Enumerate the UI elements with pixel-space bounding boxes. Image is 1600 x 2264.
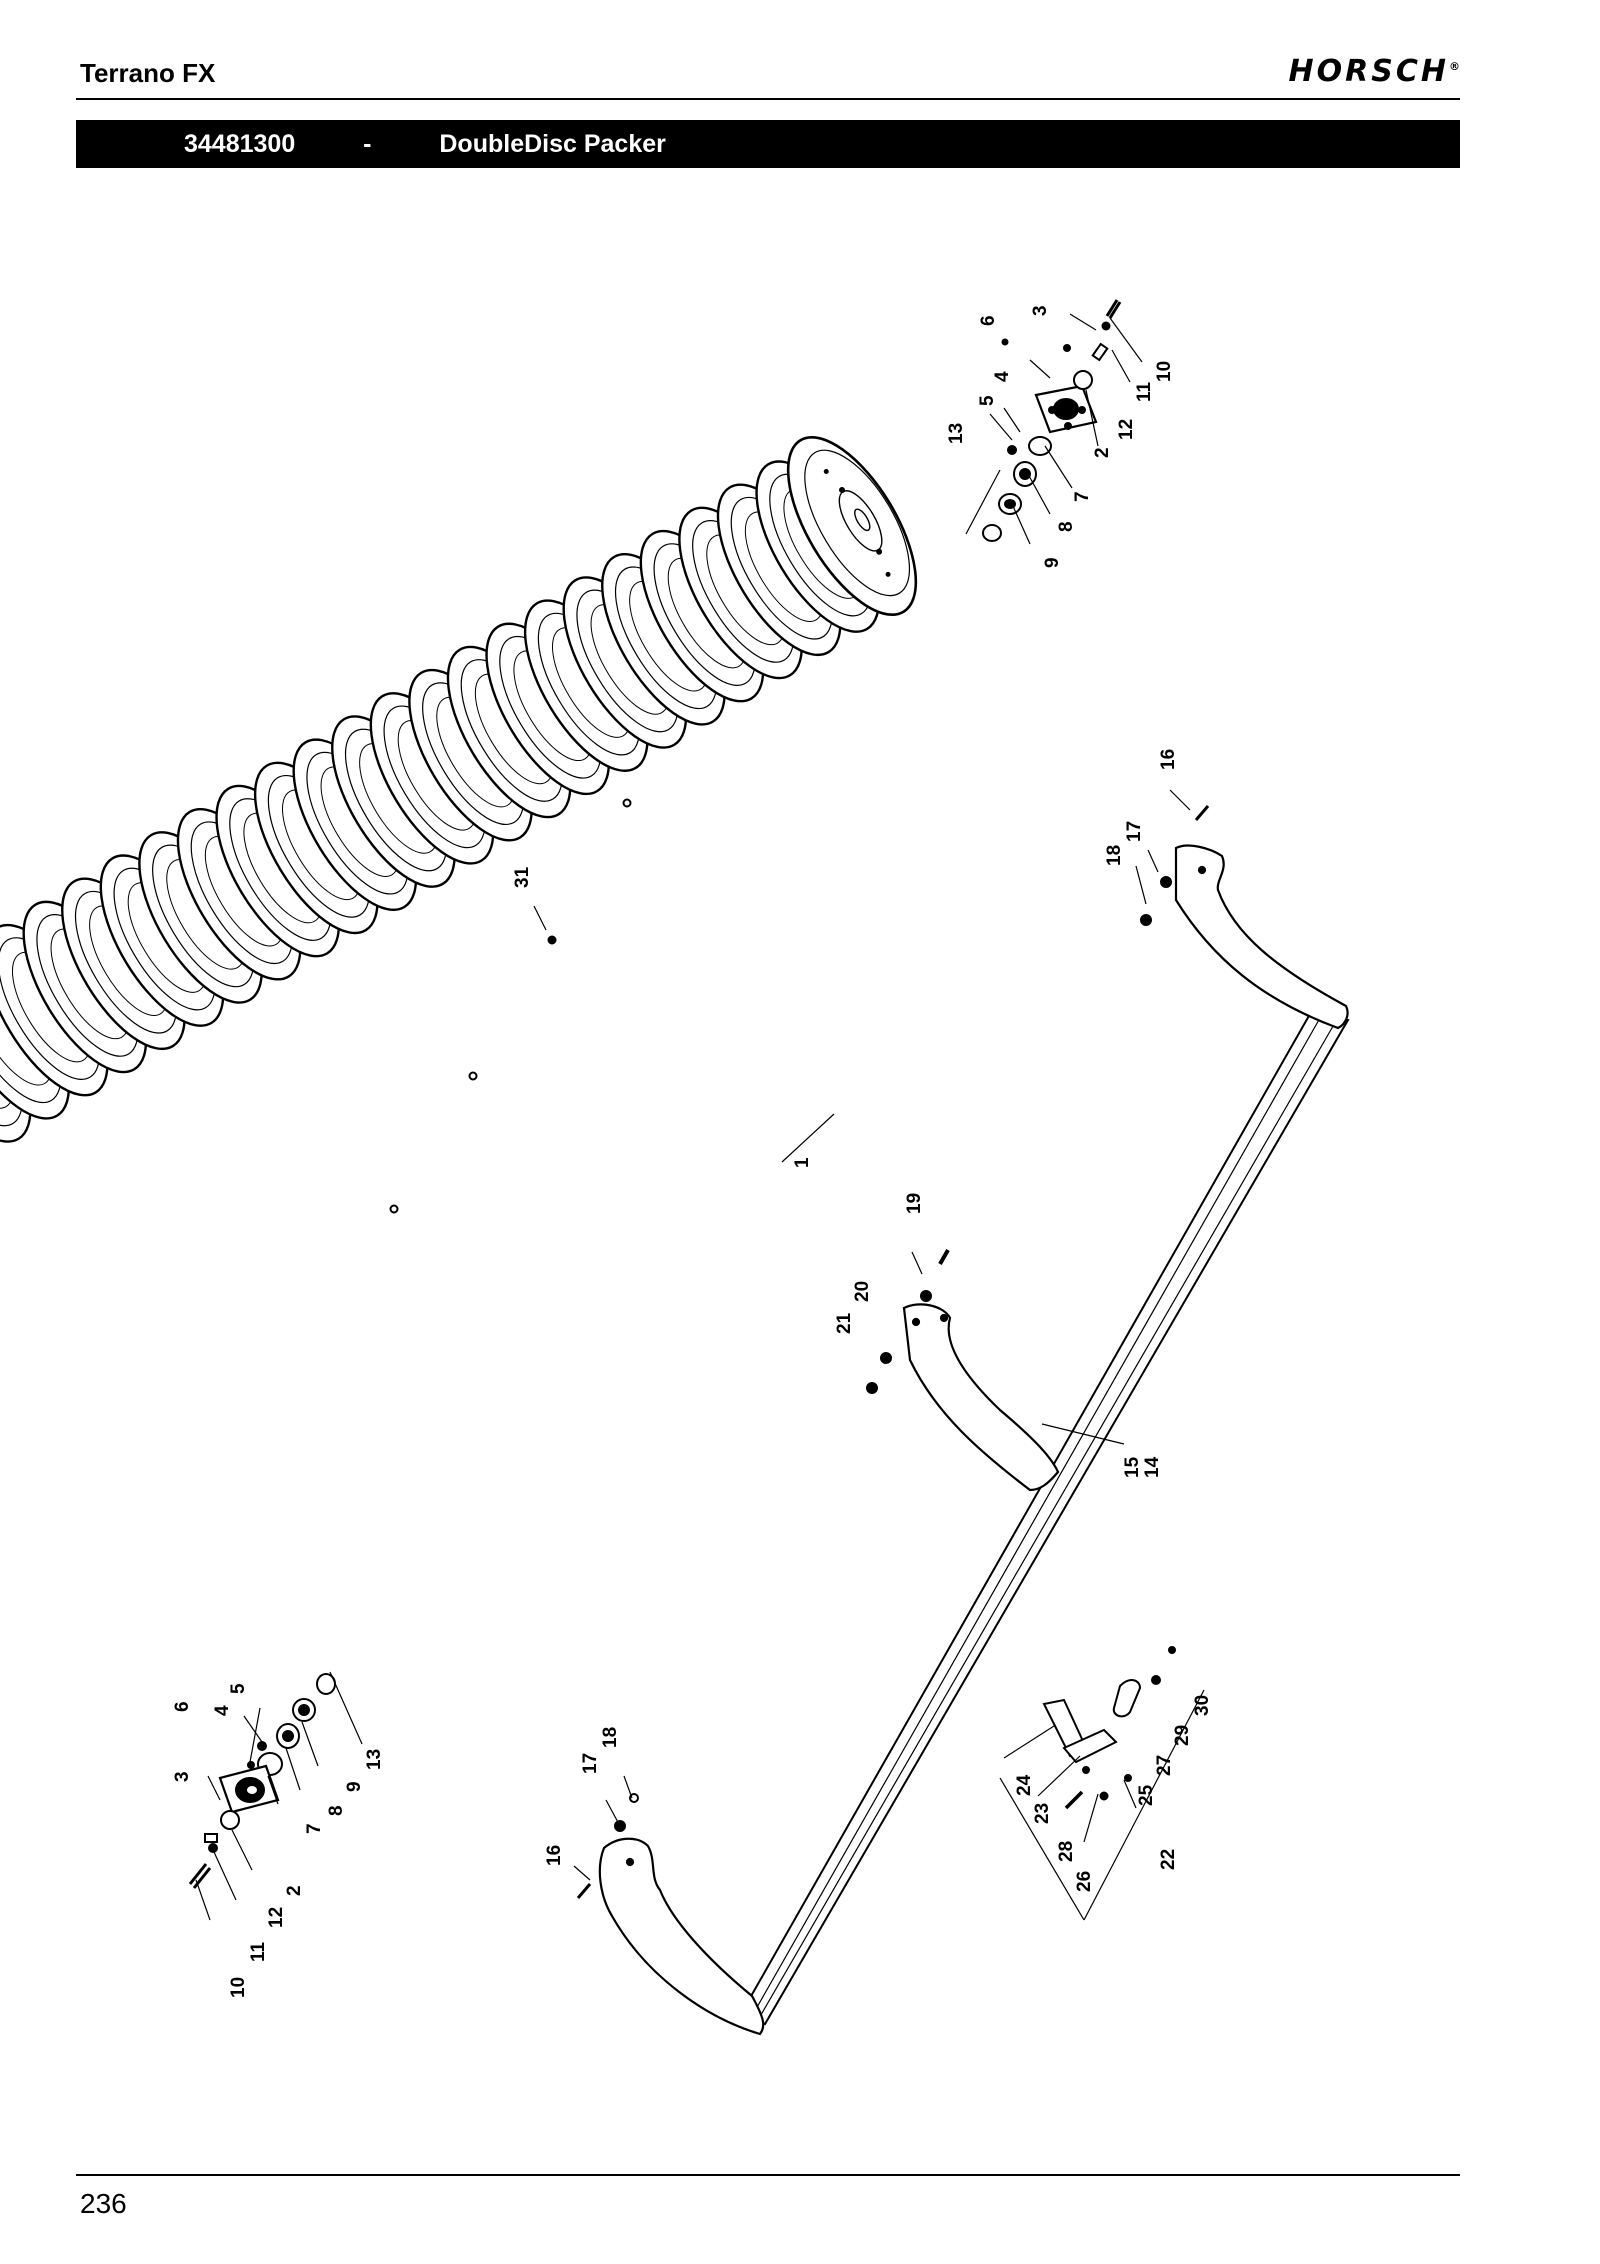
callout-28: 28 — [1056, 1841, 1077, 1862]
callout-9-top: 9 — [1042, 557, 1063, 568]
callout-29: 29 — [1172, 1725, 1193, 1746]
callout-3-bottom: 3 — [172, 1771, 193, 1782]
callout-16-right: 16 — [1158, 749, 1179, 770]
scraper-bracket — [1042, 1646, 1176, 1810]
section-banner: 34481300 - DoubleDisc Packer — [76, 120, 1460, 168]
callout-5-top: 5 — [977, 395, 998, 406]
callout-20: 20 — [852, 1281, 873, 1302]
frame-arm-right — [1174, 844, 1349, 1030]
bearing-assembly-bottom — [188, 1673, 336, 1889]
callout-8-top: 8 — [1056, 521, 1077, 532]
part-callouts: 13 5 4 6 3 10 11 12 2 7 8 9 1 31 16 17 1… — [172, 305, 1213, 1998]
document-title: Terrano FX — [80, 58, 216, 88]
frame-arm-middle — [902, 1303, 1060, 1492]
callout-4-bottom: 4 — [212, 1705, 233, 1716]
section-separator: - — [363, 130, 372, 158]
callout-4-top: 4 — [992, 371, 1013, 382]
registered-mark: ® — [1449, 60, 1460, 73]
section-number: 34481300 — [184, 130, 296, 158]
horsch-logo: HORSCH® — [1289, 54, 1460, 89]
callout-31: 31 — [512, 866, 533, 888]
callout-22: 22 — [1158, 1849, 1179, 1870]
callout-10-bottom: 10 — [228, 1977, 249, 1998]
frame-arm-left — [598, 1837, 765, 2036]
callout-13-bottom: 13 — [364, 1749, 385, 1770]
callout-14: 14 — [1142, 1456, 1163, 1478]
callout-23: 23 — [1032, 1803, 1053, 1824]
callout-9-bottom: 9 — [344, 1781, 365, 1792]
callout-15: 15 — [1122, 1456, 1143, 1478]
callout-12-bottom: 12 — [266, 1907, 287, 1928]
callout-26: 26 — [1074, 1871, 1095, 1892]
callout-17-right: 17 — [1124, 821, 1145, 842]
loose-fasteners — [389, 798, 1210, 1899]
callout-11-bottom: 11 — [248, 1941, 269, 1962]
brand-name: HORSCH — [1288, 54, 1449, 89]
footer-rule — [76, 2174, 1460, 2176]
callout-3-top: 3 — [1030, 305, 1051, 316]
callout-30: 30 — [1192, 1695, 1213, 1716]
callout-7-top: 7 — [1072, 491, 1093, 502]
page-number: 236 — [80, 2188, 127, 2219]
callout-25: 25 — [1136, 1784, 1157, 1806]
callout-1: 1 — [792, 1157, 813, 1168]
callout-16-left: 16 — [544, 1845, 565, 1866]
callout-2-top: 2 — [1092, 447, 1113, 458]
frame-beam — [740, 1012, 1350, 2026]
header-rule — [76, 98, 1460, 100]
callout-5-bottom: 5 — [228, 1683, 249, 1694]
callout-11-top: 11 — [1134, 381, 1155, 402]
bearing-assembly-top — [982, 299, 1122, 542]
callout-13-top: 13 — [946, 423, 967, 444]
callout-2-bottom: 2 — [284, 1885, 305, 1896]
callout-17-left: 17 — [580, 1753, 601, 1774]
callout-19: 19 — [904, 1193, 925, 1214]
callout-8-bottom: 8 — [326, 1805, 347, 1816]
callout-10-top: 10 — [1154, 361, 1175, 382]
callout-7-bottom: 7 — [304, 1823, 325, 1834]
callout-12-top: 12 — [1116, 419, 1137, 440]
callout-18-right: 18 — [1104, 845, 1125, 866]
callout-24: 24 — [1014, 1774, 1035, 1796]
callout-27: 27 — [1154, 1755, 1175, 1776]
callout-21: 21 — [834, 1312, 855, 1334]
section-title: DoubleDisc Packer — [439, 130, 666, 158]
packer-roller — [0, 436, 918, 1162]
callout-18-left: 18 — [600, 1727, 621, 1748]
callout-6-top: 6 — [978, 315, 999, 326]
callout-6-bottom: 6 — [172, 1701, 193, 1712]
leader-lines — [195, 313, 1205, 1921]
